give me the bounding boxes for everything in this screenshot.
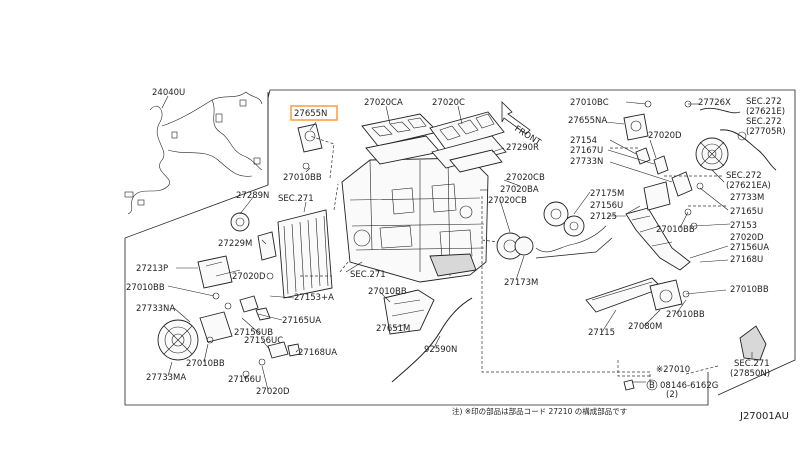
label-27010BB-right-mid[interactable]: 27010BB (656, 225, 695, 235)
label-27156UB[interactable]: 27156UB (234, 328, 273, 338)
label-sec271-left[interactable]: SEC.271 (278, 194, 314, 204)
blower-motor-27733M (695, 137, 729, 171)
motor-27655N (297, 123, 323, 170)
label-bolt-08146[interactable]: 08146-6162G (660, 381, 718, 391)
label-27173M[interactable]: 27173M (504, 278, 538, 288)
label-27010BB-left[interactable]: 27010BB (126, 283, 165, 293)
label-27010BB-right-low[interactable]: 27010BB (666, 310, 705, 320)
label-sec272-27705R-a[interactable]: SEC.272 (746, 117, 782, 127)
label-27010BC[interactable]: 27010BC (570, 98, 609, 108)
gear-27229M (230, 212, 277, 261)
label-27156UC[interactable]: 27156UC (244, 336, 283, 346)
highlight-box-27655N (290, 105, 338, 121)
label-27213P[interactable]: 27213P (136, 264, 168, 274)
label-27655N[interactable]: 27655N (294, 109, 327, 119)
label-sec272-27621E-a[interactable]: SEC.272 (746, 97, 782, 107)
label-27175M[interactable]: 27175M (590, 189, 624, 199)
small-parts-center-right (635, 147, 704, 230)
label-27154[interactable]: 27154 (570, 136, 597, 146)
label-27020D-right[interactable]: 27020D (730, 233, 764, 243)
label-27726X[interactable]: 27726X (698, 98, 731, 108)
label-27020CA[interactable]: 27020CA (364, 98, 403, 108)
label-27020D-bottom[interactable]: 27020D (256, 387, 290, 397)
label-27020C[interactable]: 27020C (432, 98, 465, 108)
label-sec272-27621EA-a[interactable]: SEC.272 (726, 171, 762, 181)
label-27080M[interactable]: 27080M (628, 322, 662, 332)
label-27165U[interactable]: 27165U (730, 207, 763, 217)
dashed-assembly-lines (300, 135, 728, 384)
gears-right-group (496, 201, 607, 260)
label-27733M[interactable]: 27733M (730, 193, 764, 203)
label-27020CB-top[interactable]: 27020CB (506, 173, 545, 183)
duct-27651M (383, 289, 435, 335)
heater-unit-case (341, 157, 489, 283)
label-27010BB[interactable]: 27010BB (283, 173, 322, 183)
label-27165UA[interactable]: 27165UA (282, 316, 321, 326)
pipes-sec272 (684, 100, 777, 171)
label-27020CB-mid[interactable]: 27020CB (488, 196, 527, 206)
label-27156UA[interactable]: 27156UA (730, 243, 769, 253)
filter-27020CA (361, 113, 441, 165)
label-27020D-top[interactable]: 27020D (648, 131, 682, 141)
part-sec271-27850N (739, 325, 767, 361)
label-27168UA[interactable]: 27168UA (298, 348, 337, 358)
aspirator-27115 (535, 237, 663, 313)
label-sec271-center[interactable]: SEC.271 (350, 270, 386, 280)
front-direction-arrow (501, 101, 531, 135)
label-27115[interactable]: 27115 (588, 328, 615, 338)
leader-lines (161, 95, 753, 391)
part-27213P-housing (197, 255, 233, 289)
small-parts-bottom-left (206, 272, 301, 378)
label-sec272-27621E-b[interactable]: (27621E) (746, 107, 785, 117)
label-27166U[interactable]: 27166U (228, 375, 261, 385)
label-27010BB-bottom-left[interactable]: 27010BB (186, 359, 225, 369)
label-27125[interactable]: 27125 (590, 212, 617, 222)
label-27010BB-far-right[interactable]: 27010BB (730, 285, 769, 295)
label-27733N[interactable]: 27733N (570, 157, 603, 167)
label-27733MA[interactable]: 27733MA (146, 373, 186, 383)
footnote: 注) ※印の部品は部品コード 27210 の構成部品です (452, 406, 627, 416)
label-24040U[interactable]: 24040U (152, 88, 185, 98)
label-27229M[interactable]: 27229M (218, 239, 252, 249)
label-27289N[interactable]: 27289N (236, 191, 269, 201)
label-27020BA[interactable]: 27020BA (500, 185, 539, 195)
label-bolt-qty: (2) (666, 390, 678, 400)
diagram-frame (124, 89, 796, 406)
bolt-b-symbol: B (649, 381, 655, 391)
label-27153-A[interactable]: 27153+A (294, 293, 334, 303)
diagram-id: J27001AU (739, 411, 789, 422)
label-27655NA[interactable]: 27655NA (568, 116, 607, 126)
evaporator-core (277, 209, 333, 299)
label-sec271-27850N-b[interactable]: (27850N) (730, 369, 770, 379)
bolt-reference: ※27010 B 08146-6162G (2) (623, 365, 718, 400)
blower-motor-27733NA (157, 311, 233, 361)
label-27167U[interactable]: 27167U (570, 146, 603, 156)
label-27156U[interactable]: 27156U (590, 201, 623, 211)
label-27733NA[interactable]: 27733NA (136, 304, 175, 314)
label-27290R[interactable]: 27290R (506, 143, 539, 153)
label-92590N[interactable]: 92590N (424, 345, 457, 355)
label-27010BB-center[interactable]: 27010BB (368, 287, 407, 297)
label-27168U[interactable]: 27168U (730, 255, 763, 265)
label-27020D-left[interactable]: 27020D (232, 272, 266, 282)
label-asterisk-27010[interactable]: ※27010 (656, 365, 690, 375)
label-sec272-27705R-b[interactable]: (27705R) (746, 127, 786, 137)
bracket-27125 (625, 207, 691, 271)
label-sec272-27621EA-b[interactable]: (27621EA) (726, 181, 771, 191)
wire-harness-24040U (124, 91, 263, 215)
motor-27655NA (623, 100, 652, 141)
label-27153[interactable]: 27153 (730, 221, 757, 231)
label-sec271-27850N-a[interactable]: SEC.271 (734, 359, 770, 369)
motor-27080M (649, 279, 690, 311)
label-27651M[interactable]: 27651M (376, 324, 410, 334)
filter-27290R (449, 149, 503, 173)
part-labels[interactable]: 24040U 27655N 27010BB 27020CA 27020C 270… (126, 88, 786, 397)
hose-92590N (391, 297, 473, 383)
